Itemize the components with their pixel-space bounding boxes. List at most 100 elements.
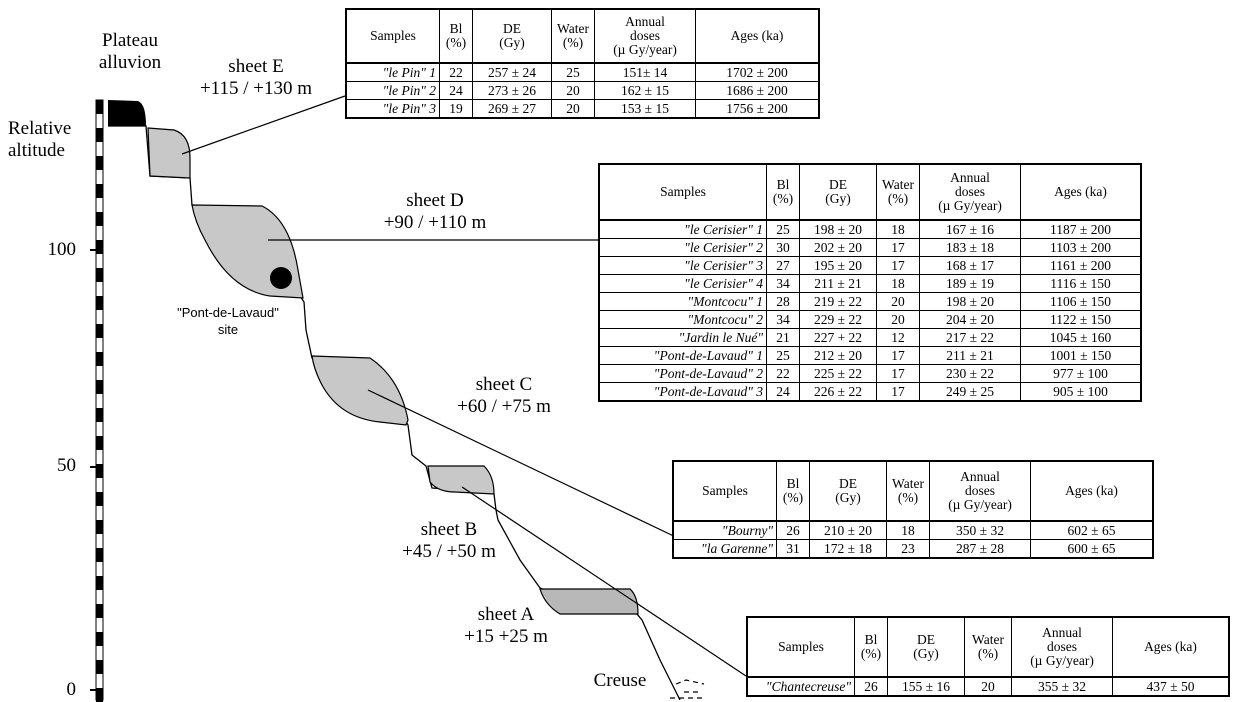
de-cell: 225 ± 22 (799, 364, 877, 383)
header-samples: Samples (345, 8, 440, 64)
axis-tick-label-100: 100 (47, 239, 77, 260)
water-cell: 17 (876, 346, 920, 365)
scale-segment (96, 296, 103, 310)
bl-cell: 24 (439, 81, 473, 100)
bl-cell: 27 (766, 256, 800, 275)
sample-cell: "le Pin" 3 (345, 99, 440, 119)
axis-tick-label-50: 50 (57, 455, 76, 476)
bl-cell: 19 (439, 99, 473, 119)
age-cell: 905 ± 100 (1020, 382, 1142, 402)
de-cell: 202 ± 20 (799, 238, 877, 257)
scale-segment (96, 464, 103, 478)
river-channel (670, 679, 706, 699)
sample-cell: "Pont-de-Lavaud" 1 (598, 346, 767, 365)
scale-segment (96, 380, 103, 394)
header-water: Water(%) (886, 460, 930, 522)
annual-doses-cell: 211 ± 21 (919, 346, 1021, 365)
header-ages: Ages (ka) (1020, 163, 1142, 221)
bl-cell: 25 (766, 346, 800, 365)
scale-segment (96, 660, 103, 674)
header-samples: Samples (598, 163, 767, 221)
sheet-d-label: sheet D +90 / +110 m (383, 190, 487, 233)
header-ages: Ages (ka) (695, 8, 820, 64)
water-cell: 23 (886, 539, 930, 559)
age-cell: 1702 ± 200 (695, 62, 820, 82)
pont-de-lavaud-site-marker (270, 267, 292, 289)
sample-cell: "Pont-de-Lavaud" 2 (598, 364, 767, 383)
scale-segment (96, 520, 103, 534)
annual-doses-cell: 198 ± 20 (919, 292, 1021, 311)
de-cell: 155 ± 16 (887, 676, 965, 697)
de-cell: 198 ± 20 (799, 219, 877, 239)
sheet-b-deposit (427, 465, 495, 495)
sample-cell: "Bourny" (672, 520, 777, 540)
water-cell: 20 (551, 99, 595, 119)
annual-doses-cell: 183 ± 18 (919, 238, 1021, 257)
plateau-alluvion-label: Plateau alluvion (98, 30, 162, 73)
water-cell: 17 (876, 238, 920, 257)
bl-cell: 26 (854, 676, 888, 697)
sample-cell: "le Cerisier" 2 (598, 238, 767, 257)
de-cell: 172 ± 18 (809, 539, 887, 559)
water-cell: 20 (876, 292, 920, 311)
age-cell: 1187 ± 200 (1020, 219, 1142, 239)
annual-doses-cell: 162 ± 15 (594, 81, 696, 100)
header-bl: Bl(%) (776, 460, 810, 522)
scale-segment (96, 632, 103, 646)
bl-cell: 34 (766, 310, 800, 329)
bl-cell: 24 (766, 382, 800, 402)
scale-segment (96, 240, 103, 254)
age-cell: 1756 ± 200 (695, 99, 820, 119)
de-cell: 219 ± 22 (799, 292, 877, 311)
sample-cell: "le Pin" 2 (345, 81, 440, 100)
scale-segment (96, 268, 103, 282)
annual-doses-cell: 249 ± 25 (919, 382, 1021, 402)
header-de: DE(Gy) (799, 163, 877, 221)
age-cell: 1045 ± 160 (1020, 328, 1142, 347)
header-ages: Ages (ka) (1030, 460, 1154, 522)
water-cell: 18 (886, 520, 930, 540)
header-samples: Samples (746, 616, 855, 678)
header-de: DE(Gy) (472, 8, 552, 64)
annual-doses-cell: 355 ± 32 (1011, 676, 1113, 697)
leader-line-sheet-b (461, 486, 747, 677)
bl-cell: 28 (766, 292, 800, 311)
bl-cell: 22 (766, 364, 800, 383)
sample-cell: "Jardin le Nué" (598, 328, 767, 347)
sample-cell: "le Cerisier" 3 (598, 256, 767, 275)
age-cell: 602 ± 65 (1030, 520, 1154, 540)
scale-segment (96, 352, 103, 366)
sample-cell: "Pont-de-Lavaud" 3 (598, 382, 767, 402)
de-cell: 226 ± 22 (799, 382, 877, 402)
age-cell: 1106 ± 150 (1020, 292, 1142, 311)
relative-altitude-label: Relative altitude (8, 118, 72, 161)
age-cell: 1001 ± 150 (1020, 346, 1142, 365)
header-samples: Samples (672, 460, 777, 522)
age-cell: 437 ± 50 (1112, 676, 1230, 697)
water-cell: 18 (876, 219, 920, 239)
sheet-a-label: sheet A +15 +25 m (464, 604, 548, 647)
header-bl: Bl(%) (439, 8, 473, 64)
sample-cell: "Montcocu" 1 (598, 292, 767, 311)
de-cell: 195 ± 20 (799, 256, 877, 275)
bl-cell: 25 (766, 219, 800, 239)
altitude-scale-bar (95, 99, 104, 702)
bl-cell: 34 (766, 274, 800, 293)
header-de: DE(Gy) (809, 460, 887, 522)
